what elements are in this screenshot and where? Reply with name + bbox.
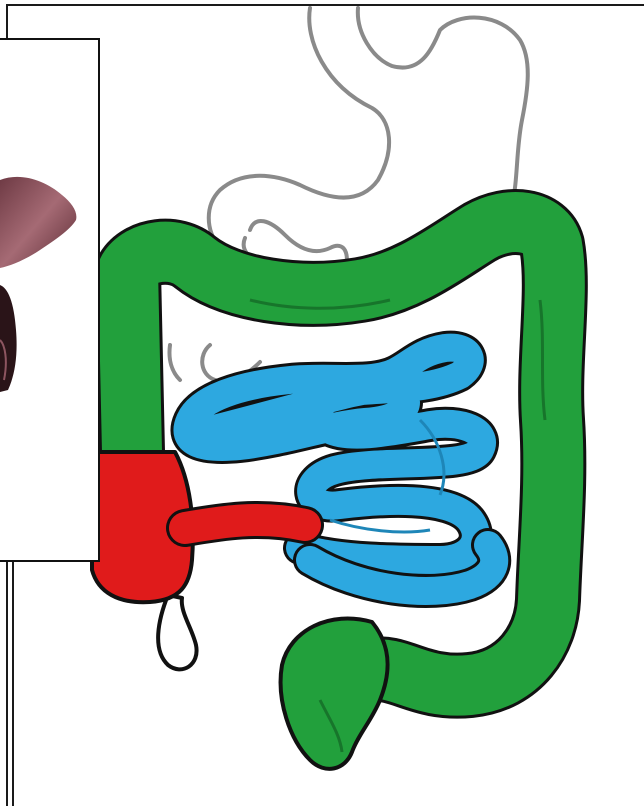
rectum <box>281 619 388 769</box>
small-intestine <box>187 348 494 591</box>
inset-panel <box>0 38 100 562</box>
liver-lobe <box>0 177 76 268</box>
appendix <box>158 595 196 669</box>
liver-shadow <box>0 285 17 392</box>
liver-photo-crop <box>0 40 100 562</box>
stomach-outline <box>169 8 527 381</box>
terminal-ileum <box>185 520 305 528</box>
